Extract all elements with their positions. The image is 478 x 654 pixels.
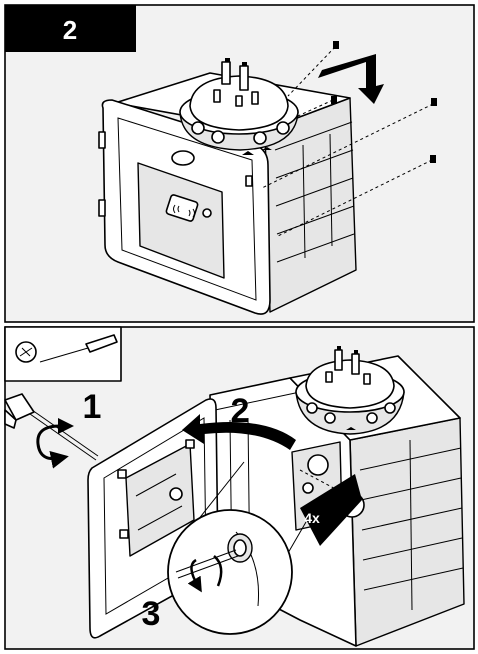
sensor-dome	[179, 58, 299, 155]
step-badge-number: 2	[63, 15, 77, 45]
rotate-arrow-icon	[36, 418, 74, 469]
screwdriver-tool	[4, 393, 99, 461]
zoom-detail	[167, 461, 307, 635]
tool-inset	[4, 326, 122, 382]
remove-direction-arrow	[318, 54, 384, 104]
door-open-arrow	[182, 414, 296, 450]
step-1-label: 1	[83, 388, 102, 426]
screws-top	[261, 41, 437, 237]
step-badge: 2	[5, 5, 136, 52]
nfc-icon	[173, 204, 195, 218]
screwdriver-icon	[15, 334, 118, 363]
top-panel: 2	[4, 4, 475, 323]
analyzer-enclosure	[98, 72, 357, 315]
sensor-dome-open	[295, 346, 405, 435]
bottom-panel: 4x 1 2 3	[4, 326, 475, 650]
screw-count-label: 4x	[304, 510, 320, 526]
step-2-label: 2	[231, 392, 250, 430]
step-3-label: 3	[142, 595, 161, 633]
screw-count-callout: 4x	[300, 474, 362, 546]
